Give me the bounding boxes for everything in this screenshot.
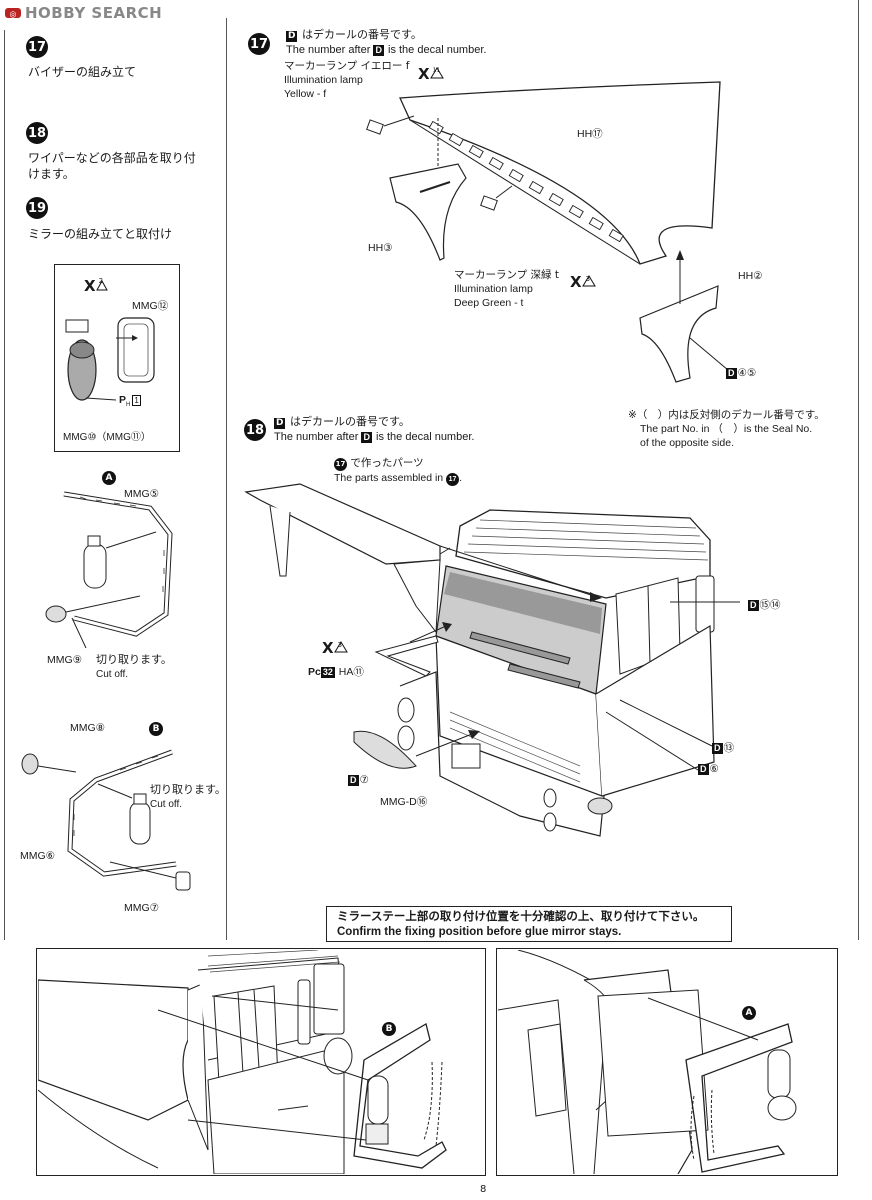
step-17-decal-note: D はデカールの番号です。 The number after D is the … [286,28,487,56]
mirror-subassembly-box [54,264,180,452]
bottom-right-panel [496,948,838,1176]
group-b-mirror-stay-drawing [16,738,196,908]
step-17-title: バイザーの組み立て [28,65,137,79]
step-18-decal-note: D はデカールの番号です。 The number after D is the … [274,415,475,443]
group-a-cut-note: 切り取ります。 Cut off. [96,653,172,680]
watermark-logo-icon: ◎ [5,8,21,19]
mirror-stay-notice: ミラーステー上部の取り付け位置を十分確認の上、取り付けて下さい。 Confirm… [326,906,732,942]
part-mmg-d16: MMG-D⑯ [380,796,428,808]
bottom-left-panel [36,948,486,1176]
step-17-panel-badge: 17 [248,33,270,55]
part-mmg12: MMG⑫ [132,300,169,312]
svg-text:◎: ◎ [10,10,17,19]
group-b-marker: B [149,722,163,736]
watermark-text: HOBBY SEARCH [25,4,163,22]
part-mmg8: MMG⑧ [70,722,106,734]
step-17-badge: 17 [26,36,48,58]
watermark: ◎ HOBBY SEARCH [4,4,162,22]
lamp-green-label: マーカーランプ 深緑 t Illumination lamp Deep Gree… [454,269,559,309]
page-number: 8 [480,1184,487,1195]
bottom-right-drawing [498,950,836,1174]
part-mmg10-11: MMG⑩（MMG⑪） [63,432,151,443]
step-18-panel-badge: 18 [244,419,266,441]
bottom-left-marker-b: B [382,1022,396,1036]
part-mmg9: MMG⑨ [47,654,83,666]
group-a-mirror-stay-drawing [40,488,180,658]
part-hh17: HH⑰ [577,128,603,140]
bottom-left-drawing [38,950,484,1174]
page-right-border [858,0,859,940]
part-hh2: HH② [738,270,763,282]
bottom-right-marker-a: A [742,1006,756,1020]
column-divider [226,18,227,940]
part-hh3: HH③ [368,242,393,254]
cab-assembly-drawing [240,476,740,856]
step-18-badge: 18 [26,122,48,144]
part-mmg5: MMG⑤ [124,488,160,500]
lamp-yellow-label: マーカーランプ イエロー f Illumination lamp Yellow … [284,60,410,100]
part-mmg6: MMG⑥ [20,850,56,862]
group-b-cut-note: 切り取ります。 Cut off. [150,783,226,810]
mirror-head-drawing [60,300,170,420]
opposite-side-note: ※（ ）内は反対側のデカール番号です。 The part No. in （ ）i… [628,409,825,449]
page-left-border [4,30,5,940]
part-ph1: PH1 [119,394,141,409]
step-19-title: ミラーの組み立てと取付け [28,227,173,241]
part-mmg7: MMG⑦ [124,902,160,914]
group-a-marker: A [102,471,116,485]
step-18-title: ワイパーなどの各部品を取り付 けます。 [28,151,196,181]
assembled-parts-note: 17 で作ったパーツ The parts assembled in 17. [334,457,462,486]
visor-assembly-drawing [340,78,760,398]
step-19-badge: 19 [26,197,48,219]
